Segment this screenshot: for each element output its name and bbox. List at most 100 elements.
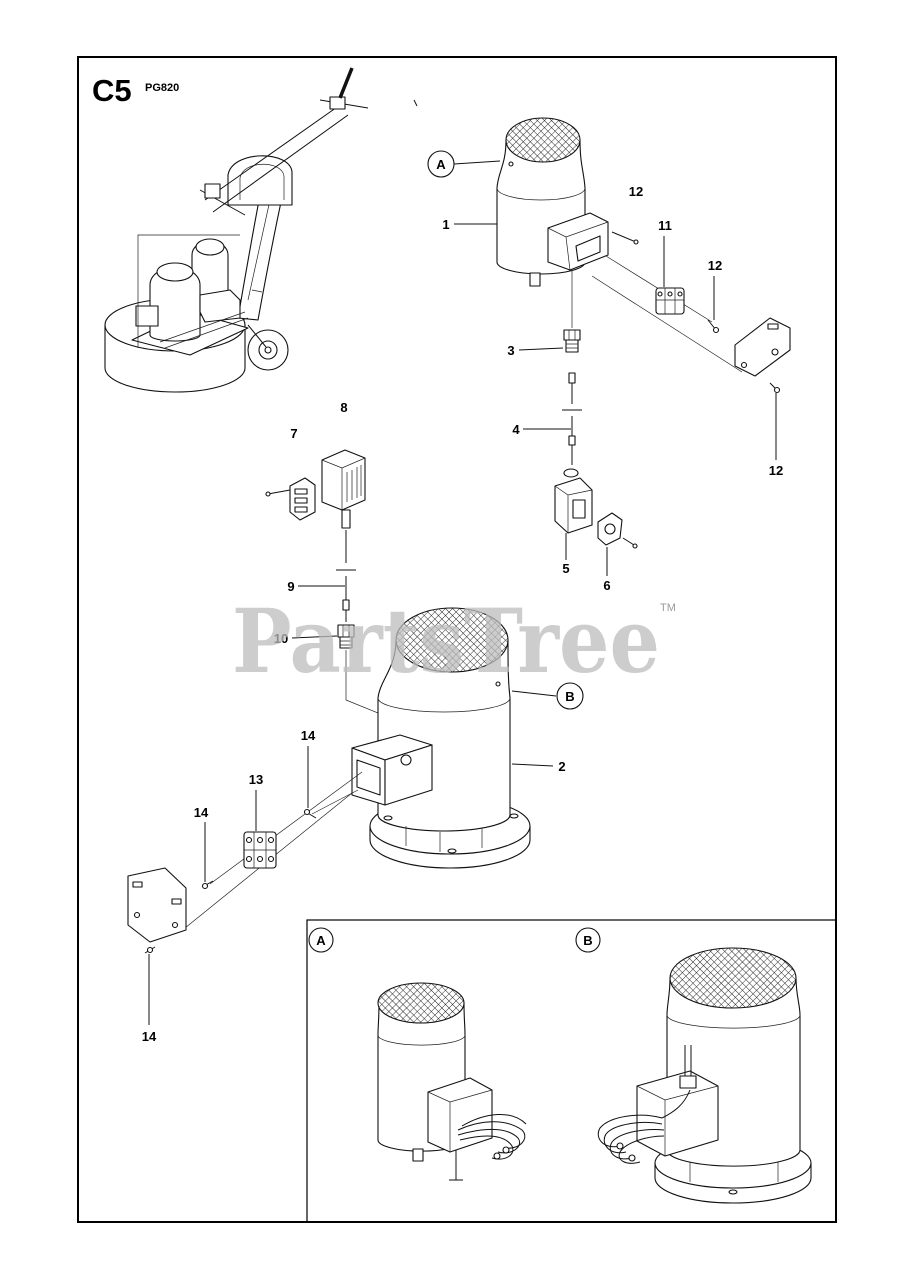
cover-plate-hole: [740, 361, 748, 369]
connector-window: [572, 499, 586, 519]
inset-motor-b-vent-grille: [669, 947, 797, 1009]
socket-plate-screw-head: [265, 491, 271, 497]
inset-motor-a-vent-grille: [377, 982, 465, 1024]
inset-motor-a-terminal: [502, 1146, 510, 1154]
inset-motor-b-terminal-box: [636, 1070, 719, 1157]
inset-motor-b-flange-hole: [728, 1189, 738, 1195]
leader-part-10: [291, 635, 338, 639]
cover-plate-body: [127, 867, 187, 943]
section-code: C5: [92, 73, 132, 108]
terminal-block-screw: [245, 855, 253, 863]
model-name: PG820: [145, 82, 179, 94]
terminal-block-body: [655, 287, 685, 315]
cover-plate-hole: [771, 348, 779, 356]
part-label-12-top: 12: [629, 184, 643, 199]
grinder-column-detail: [247, 199, 271, 301]
part-12-screw-lower: [769, 382, 781, 394]
terminal-block-dividers: [656, 288, 684, 314]
inset-motor-a-wire: [459, 1135, 514, 1160]
callout-a: A: [427, 150, 455, 178]
connector-gland: [563, 468, 579, 478]
motor-b-flange-ribs: [405, 826, 483, 852]
inset-motor-a-wire: [457, 1121, 526, 1149]
terminal-block-screw: [245, 836, 253, 844]
plate-screw-head: [632, 543, 638, 549]
callout-a-circle: [427, 150, 455, 178]
cover-plate-slot: [132, 881, 143, 888]
part-label-1: 1: [442, 217, 449, 232]
socket-housing-body: [321, 449, 366, 511]
motor-a-cap-hole: [508, 161, 514, 167]
watermark-trademark: TM: [660, 602, 676, 614]
gland-nut: [563, 329, 581, 341]
part-label-13: 13: [249, 772, 263, 787]
inset-motor-b-wire: [618, 1135, 665, 1164]
part-label-6: 6: [603, 578, 610, 593]
inset-motor-a-terminal-box: [427, 1077, 493, 1153]
part-14-screw-middle: [201, 880, 214, 890]
inset-frame: [306, 919, 837, 1223]
motor-b-vent-grille: [395, 607, 509, 673]
part-label-11: 11: [658, 218, 672, 233]
inset-motor-a-terminal-box-edges: [427, 1089, 493, 1152]
terminal-block-screw: [657, 291, 663, 297]
socket-plate-pin: [294, 488, 308, 495]
inset-motor-a-wiring: [377, 982, 527, 1181]
part-4-cable: [562, 372, 582, 465]
motor-b-flange-hole: [383, 815, 393, 821]
inset-callout-b: B: [575, 927, 601, 953]
grinder-frame-rail: [159, 311, 249, 349]
socket-plate-pin: [294, 497, 308, 504]
terminal-block-dividers: [244, 832, 276, 868]
grinder-wheel-bracket: [247, 324, 267, 348]
part-5-connector: [554, 468, 593, 534]
inset-motor-b-wire: [661, 1089, 691, 1119]
grinder-detail-bracket: [137, 234, 240, 348]
part-14-screw-lower: [144, 946, 156, 954]
part-label-14-mid: 14: [194, 805, 209, 820]
part-6-plate: [597, 512, 638, 549]
motor-b-cap-hole: [495, 681, 501, 687]
watermark: PartsTree TM: [232, 589, 676, 693]
connector-edges: [554, 485, 593, 533]
part-labels: 12 1 11 12 3 8 7 4 12 5 6 9 10 14 2 13 1…: [142, 184, 783, 1044]
terminal-block-screw: [677, 291, 683, 297]
part-label-4: 4: [512, 422, 520, 437]
callout-a-letter: A: [436, 157, 446, 172]
terminal-block-screw: [667, 291, 673, 297]
inset-motor-a-shaft: [412, 1148, 424, 1162]
inset-motor-b-terminal: [628, 1154, 636, 1162]
terminal-block-screw: [256, 836, 264, 844]
callout-b-circle: [556, 682, 584, 710]
part-7-socket-plate: [265, 477, 316, 521]
part-label-8: 8: [340, 400, 347, 415]
motor-a-terminal-box-opening: [575, 235, 601, 262]
socket-plate-screw: [267, 489, 291, 495]
motor-b-terminal-box-side: [384, 744, 433, 806]
callout-b: B: [556, 682, 584, 710]
inset-motor-a-supply-cable: [449, 1150, 463, 1181]
socket-housing-ribs: [346, 465, 362, 502]
part-10-cable-gland: [337, 624, 355, 649]
inset-motor-b-terminal: [616, 1142, 624, 1150]
socket-housing-edges: [321, 457, 366, 510]
motor-a-shaft: [529, 272, 541, 287]
watermark-text: PartsTree: [232, 589, 660, 693]
cover-plate-slot: [767, 323, 779, 330]
terminal-block-screw: [256, 855, 264, 863]
part-label-5: 5: [562, 561, 569, 576]
motor-a-assembly-line-plate: [591, 275, 743, 373]
part-label-14-top: 14: [301, 728, 316, 743]
leader-part-2: [511, 763, 554, 767]
cover-plate-hole: [171, 921, 179, 929]
part-label-10: 10: [274, 631, 288, 646]
part-label-12-bottom: 12: [769, 463, 783, 478]
motor-a-band: [496, 187, 586, 201]
inset-callout-b-circle: [575, 927, 601, 953]
inset-callout-a-letter: A: [316, 933, 326, 948]
part-label-9: 9: [287, 579, 294, 594]
inset-motor-a-terminal: [493, 1152, 501, 1160]
grinder-front-motor-cap: [156, 262, 194, 282]
inset-motor-a-band: [377, 1034, 466, 1046]
